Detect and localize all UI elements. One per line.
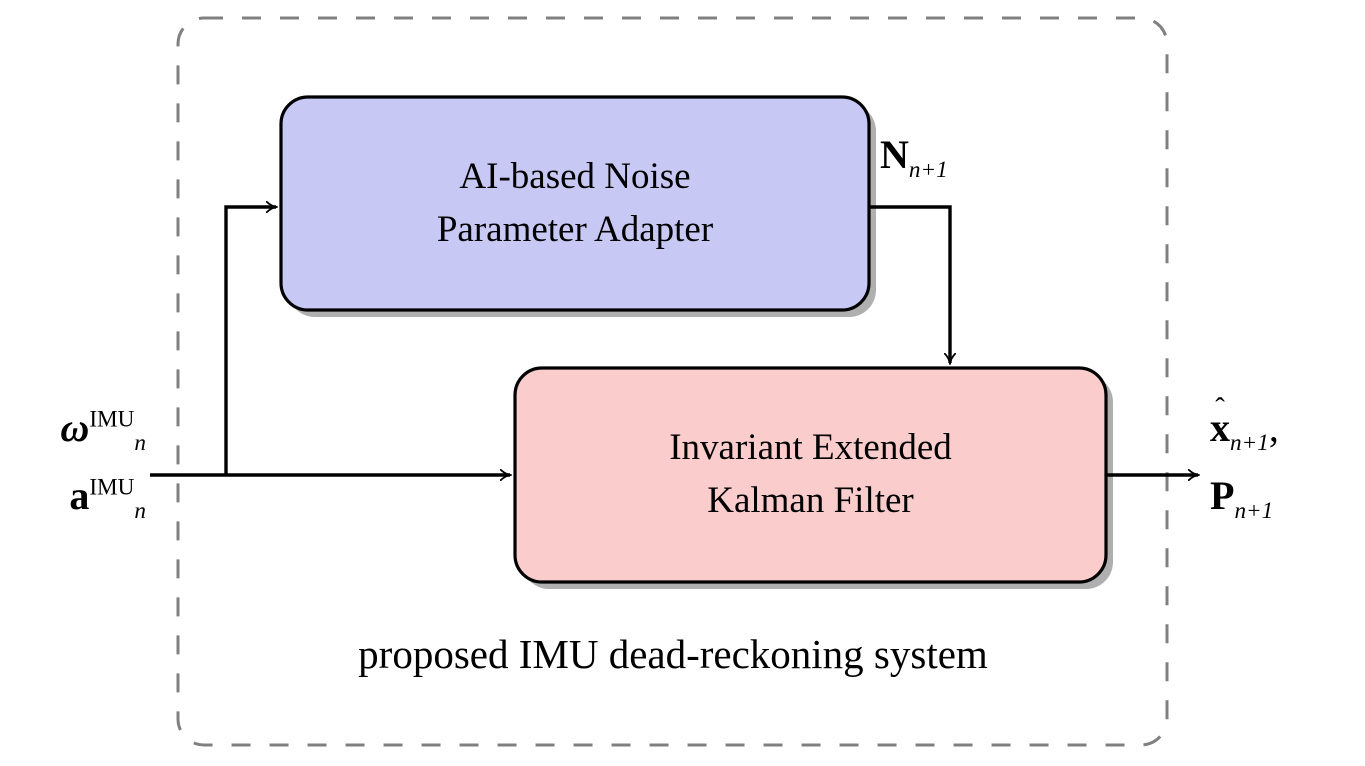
invariant-extended-kalman-filter-block[interactable] — [513, 366, 1108, 584]
omega-superscript: IMU — [89, 406, 135, 433]
system-boundary — [176, 16, 1169, 747]
covariance-p-glyph: P — [1210, 473, 1235, 518]
output-covariance-symbol: Pn+1 — [1210, 476, 1360, 544]
omega-subscript: n — [134, 430, 146, 456]
noise-n-subscript: n+1 — [908, 157, 948, 183]
state-x-trailing-comma: , — [1268, 405, 1279, 450]
state-x-subscript: n+1 — [1230, 430, 1269, 456]
noise-n-glyph: N — [880, 132, 909, 177]
covariance-p-subscript: n+1 — [1234, 498, 1274, 524]
edge-adapter-to-filter — [869, 205, 950, 363]
ai-noise-parameter-adapter-block[interactable] — [279, 95, 871, 312]
system-caption: proposed IMU dead-reckoning system — [358, 631, 988, 677]
imu-angular-velocity-symbol: ωIMUn — [14, 408, 146, 476]
state-x-glyph: x — [1210, 405, 1230, 450]
omega-glyph: ω — [60, 405, 90, 450]
edge-imu-to-adapter — [224, 207, 276, 475]
accel-glyph: a — [69, 473, 90, 518]
noise-parameter-label: Nn+1 — [880, 131, 948, 182]
accel-superscript: IMU — [89, 474, 135, 501]
imu-input-label: ωIMUn aIMUn — [14, 408, 146, 544]
hat-accent-icon: ˆ — [1215, 391, 1225, 424]
accel-subscript: n — [134, 498, 146, 524]
imu-acceleration-symbol: aIMUn — [14, 476, 146, 544]
